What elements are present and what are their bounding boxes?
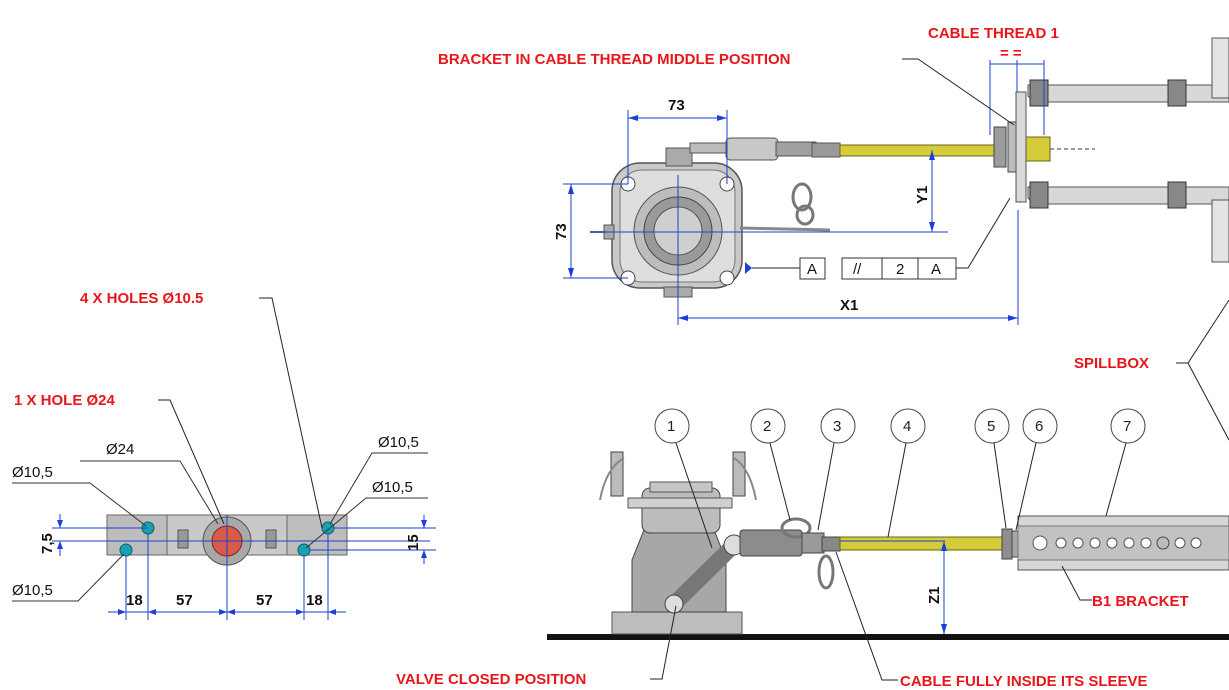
phi105-c-text: Ø10,5 <box>378 434 419 451</box>
dim-z1-text: Z1 <box>926 586 943 604</box>
valve-top-view <box>590 91 1095 325</box>
b1-bracket-label: B1 BRACKET <box>1092 593 1189 610</box>
dim-x1: X1 <box>678 210 1019 325</box>
valve-closed-callout: VALVE CLOSED POSITION <box>396 605 677 688</box>
balloon-4: 4 <box>887 408 926 538</box>
cable-inside-callout: CABLE FULLY INSIDE ITS SLEEVE <box>835 551 1148 690</box>
dim-18-a-text: 18 <box>126 592 143 609</box>
svg-text:6: 6 <box>1035 418 1043 435</box>
dim-15-text: 15 <box>405 534 422 551</box>
b1-bracket-callout: B1 BRACKET <box>1061 565 1189 610</box>
svg-text:2: 2 <box>763 418 771 435</box>
spillbox-top-view <box>1027 37 1229 263</box>
cable-thread-callout: CABLE THREAD 1 = = <box>928 25 1059 135</box>
tolerance-ref: A <box>931 261 941 278</box>
balloon-1: 1 <box>654 408 713 549</box>
phi24-text: Ø24 <box>106 441 134 458</box>
tolerance-frame: A // 2 A <box>752 197 1011 280</box>
dim-y1: Y1 <box>914 150 935 232</box>
svg-text:4: 4 <box>903 418 911 435</box>
dim-x1-text: X1 <box>840 297 858 314</box>
dim-73-horizontal: 73 <box>627 97 728 184</box>
balloon-3: 3 <box>817 408 856 531</box>
side-view-valve <box>547 451 1229 640</box>
balloon-5: 5 <box>974 408 1010 529</box>
valve-closed-label: VALVE CLOSED POSITION <box>396 671 586 688</box>
balloons: 1 2 3 4 5 6 7 <box>654 408 1146 549</box>
phi105-b-text: Ø10,5 <box>12 582 53 599</box>
dim-73-side-text: 73 <box>553 223 570 240</box>
svg-text:3: 3 <box>833 418 841 435</box>
balloon-6: 6 <box>1015 408 1058 531</box>
bracket-middle-label: BRACKET IN CABLE THREAD MIDDLE POSITION <box>438 51 791 68</box>
dim-73-vertical: 73 <box>553 183 628 279</box>
dim-z1: Z1 <box>926 541 947 634</box>
balloon-7: 7 <box>1105 408 1146 517</box>
hole-vertical-dims: 7,5 15 <box>39 514 436 564</box>
phi105-d-text: Ø10,5 <box>372 479 413 496</box>
spillbox-callout: SPILLBOX <box>1074 299 1229 441</box>
hole-labels: 4 X HOLES Ø10.5 1 X HOLE Ø24 Ø24 Ø10,5 Ø… <box>12 290 428 602</box>
tolerance-value: 2 <box>896 261 904 278</box>
dim-y1-text: Y1 <box>914 186 931 204</box>
bracket-middle-callout: BRACKET IN CABLE THREAD MIDDLE POSITION <box>438 51 1015 126</box>
svg-text:1: 1 <box>667 418 675 435</box>
cable-inside-label: CABLE FULLY INSIDE ITS SLEEVE <box>900 673 1148 690</box>
phi105-a-text: Ø10,5 <box>12 464 53 481</box>
hole-horizontal-dims: 18 57 57 18 <box>108 534 346 620</box>
dim-57-a-text: 57 <box>176 592 193 609</box>
svg-text:7: 7 <box>1123 418 1131 435</box>
equal-marks: = = <box>1000 45 1022 62</box>
hole-1-label: 1 X HOLE Ø24 <box>14 392 116 409</box>
balloon-2: 2 <box>750 408 791 521</box>
dim-73-top-text: 73 <box>668 97 685 114</box>
spillbox-label: SPILLBOX <box>1074 355 1149 372</box>
holes-4-label: 4 X HOLES Ø10.5 <box>80 290 203 307</box>
cable-thread-1-label: CABLE THREAD 1 <box>928 25 1059 42</box>
svg-text:5: 5 <box>987 418 995 435</box>
datum-a-text: A <box>807 261 817 278</box>
dim-18-b-text: 18 <box>306 592 323 609</box>
dim-75-text: 7,5 <box>39 533 56 554</box>
dim-57-b-text: 57 <box>256 592 273 609</box>
hole-pattern-view <box>60 514 430 620</box>
parallel-symbol: // <box>853 261 862 278</box>
